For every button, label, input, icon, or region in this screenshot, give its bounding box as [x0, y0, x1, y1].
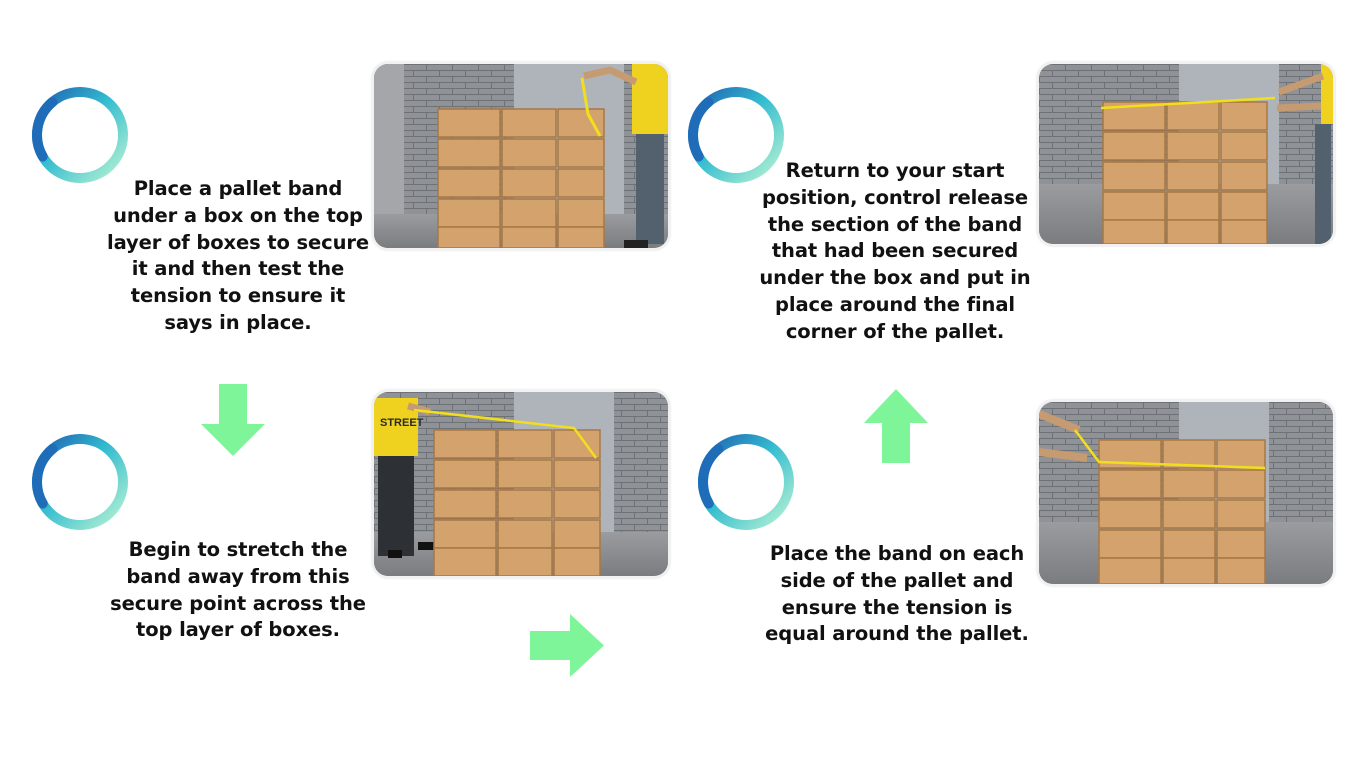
arrow-right-icon: [530, 614, 604, 677]
person-securing-band-photo: [374, 64, 668, 248]
step-2-text: Begin to stretch the band away from this…: [110, 538, 366, 642]
progress-ring-icon: [688, 87, 784, 183]
progress-ring-icon: [31, 87, 128, 183]
arrow-down-icon: [201, 384, 265, 456]
step-1-text: Place a pallet band under a box on the t…: [106, 177, 370, 334]
band-around-pallet-photo: [1039, 402, 1333, 584]
shirt-text: STREET: [380, 417, 424, 429]
progress-ring-icon: [31, 434, 128, 530]
person-stretching-band-photo: STREET: [374, 392, 668, 576]
step-3-text: Place the band on each side of the palle…: [765, 542, 1029, 646]
step-4-text: Return to your start position, control r…: [759, 159, 1031, 343]
band-final-corner-photo: [1039, 64, 1333, 244]
progress-ring-icon: [698, 434, 794, 530]
arrow-up-icon: [864, 389, 928, 463]
